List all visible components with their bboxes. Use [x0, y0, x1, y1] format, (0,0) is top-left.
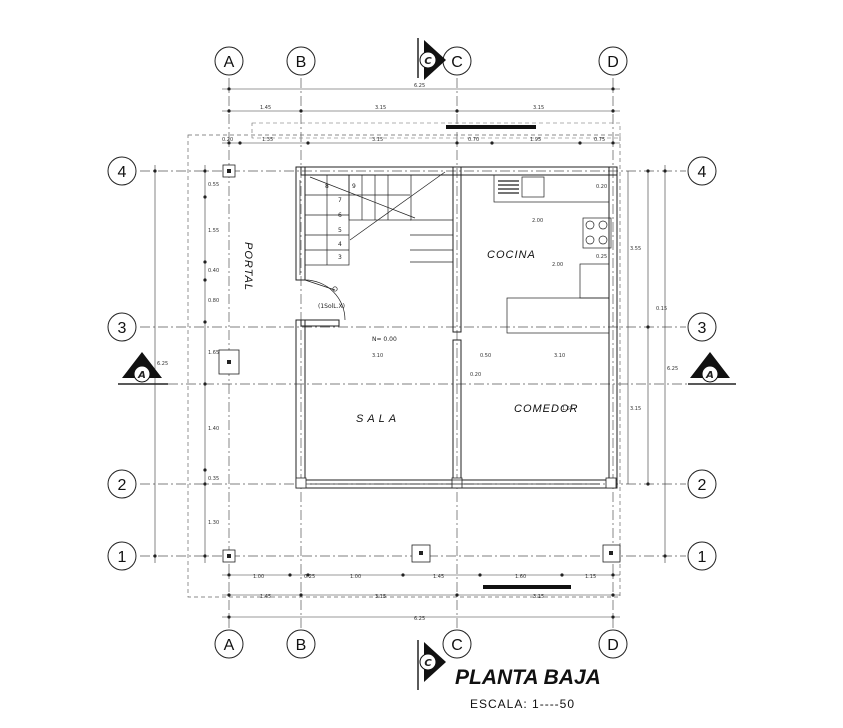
axis-label-4-right: 4: [698, 164, 707, 181]
dim-right-2: 3.15: [630, 406, 641, 412]
dim-left-1: 0.55: [208, 182, 219, 188]
step-3: 3: [338, 254, 342, 261]
axis-label-b-top: B: [296, 54, 307, 71]
dim-int-10: 0.15: [656, 306, 667, 312]
window-band-top: [446, 125, 536, 129]
dimension-ticks: [153, 87, 667, 619]
dim-int-9: 0.25: [596, 254, 607, 260]
axis-label-d-top: D: [607, 54, 619, 71]
step-4: 4: [338, 241, 342, 248]
axis-labels: A B C D A B C D 4 3 2 1 4 3 2 1: [118, 54, 707, 654]
axis-label-1-left: 1: [118, 549, 127, 566]
dim-bottom-2: 0.25: [304, 574, 315, 580]
drawing-title: PLANTA BAJA: [455, 666, 601, 689]
dim-left-7: 0.35: [208, 476, 219, 482]
column-dots: [227, 169, 613, 558]
upper-outline: [251, 122, 621, 139]
step-9: 9: [352, 183, 356, 190]
dim-left-4: 0.80: [208, 298, 219, 304]
section-label-a-left: A: [137, 370, 146, 381]
axis-label-1-right: 1: [698, 549, 707, 566]
section-marker-c-top: C: [417, 38, 446, 80]
dim-bottom-5: 1.60: [515, 574, 526, 580]
dim-left-6: 1.40: [208, 426, 219, 432]
dim-left-8: 1.30: [208, 520, 219, 526]
step-7: 7: [338, 197, 342, 204]
dim-right-1: 3.55: [630, 246, 641, 252]
stair: [304, 171, 453, 266]
axis-label-4-left: 4: [118, 164, 127, 181]
dim-int-5: 2.00: [552, 262, 563, 268]
sink-lines: [498, 180, 519, 194]
portal-outline: [187, 134, 621, 598]
dim-bottom-mid-3: 3.15: [533, 594, 544, 600]
section-marker-c-bottom: C: [417, 640, 446, 690]
axis-label-3-right: 3: [698, 320, 707, 337]
dim-bottom-mid-1: 1.45: [260, 594, 271, 600]
section-label-c-bottom: C: [424, 658, 432, 669]
axis-label-a-top: A: [224, 54, 235, 71]
dim-left-3: 0.40: [208, 268, 219, 274]
dim-right-total: 6.25: [667, 366, 678, 372]
axis-label-2-right: 2: [698, 477, 707, 494]
room-label-portal: PORTAL: [242, 242, 254, 291]
dim-bottom-6: 1.15: [585, 574, 596, 580]
dim-bottom-4: 1.45: [433, 574, 444, 580]
axis-label-a-bottom: A: [224, 637, 235, 654]
dim-int-3: 3.10: [554, 353, 565, 359]
step-8: 8: [325, 183, 329, 190]
dim-top-3: 3.15: [533, 105, 544, 111]
windows: [295, 180, 600, 489]
dim-int-2: 0.50: [480, 353, 491, 359]
kitchen-counter: [493, 174, 612, 334]
axis-label-b-bottom: B: [296, 637, 307, 654]
level-label: N= 0.00: [372, 336, 397, 343]
axis-label-c-top: C: [451, 54, 463, 71]
section-marker-a-left: A: [118, 352, 168, 385]
dim-top-inner-3: 3.15: [372, 137, 383, 143]
dim-top-2: 3.15: [375, 105, 386, 111]
door-swing: [304, 279, 346, 321]
dim-top-inner-5: 1.95: [530, 137, 541, 143]
dim-top-inner-4: 0.70: [468, 137, 479, 143]
door-note: (1SolL.X): [318, 303, 345, 310]
dim-bottom-mid-2: 3.15: [375, 594, 386, 600]
room-label-comedor: COMEDOR: [514, 403, 578, 415]
dim-top-inner-6: 0.75: [594, 137, 605, 143]
section-label-c-top: C: [424, 56, 432, 67]
dim-bottom-total: 6.25: [414, 616, 425, 622]
dim-top-inner-2: 1.35: [262, 137, 273, 143]
dimension-texts: 6.25 1.45 3.15 3.15 0.20 1.35 3.15 0.70 …: [157, 83, 678, 622]
room-label-sala: SALA: [356, 413, 400, 425]
dim-int-8: 0.20: [596, 184, 607, 190]
dim-top-total: 6.25: [414, 83, 425, 89]
axis-bubbles: [107, 46, 717, 659]
axis-label-d-bottom: D: [607, 637, 619, 654]
columns: [218, 164, 621, 563]
dimension-lines: [154, 88, 666, 618]
window-band-bottom: [483, 585, 571, 589]
dim-left-5: 1.65: [208, 350, 219, 356]
step-6: 6: [338, 212, 342, 219]
section-marker-a-right: A: [688, 352, 736, 385]
dim-bottom-1: 1.00: [253, 574, 264, 580]
stair-step-numbers: 8 9 7 6 5 4 3: [325, 183, 356, 261]
dim-left-2: 1.55: [208, 228, 219, 234]
dim-bottom-3: 1.00: [350, 574, 361, 580]
dim-int-7: 1.55: [562, 406, 573, 412]
dim-int-6: 0.20: [470, 372, 481, 378]
dim-top-inner-1: 0.20: [222, 137, 233, 143]
step-5: 5: [338, 227, 342, 234]
dim-top-1: 1.45: [260, 105, 271, 111]
section-label-a-right: A: [705, 370, 714, 381]
dim-left-total: 6.25: [157, 361, 168, 367]
axis-label-3-left: 3: [118, 320, 127, 337]
dim-int-1: 3.10: [372, 353, 383, 359]
axis-label-2-left: 2: [118, 477, 127, 494]
axis-label-c-bottom: C: [451, 637, 463, 654]
drawing-scale: ESCALA: 1----50: [470, 697, 575, 711]
room-label-cocina: COCINA: [487, 249, 536, 261]
dim-int-4: 2.00: [532, 218, 543, 224]
